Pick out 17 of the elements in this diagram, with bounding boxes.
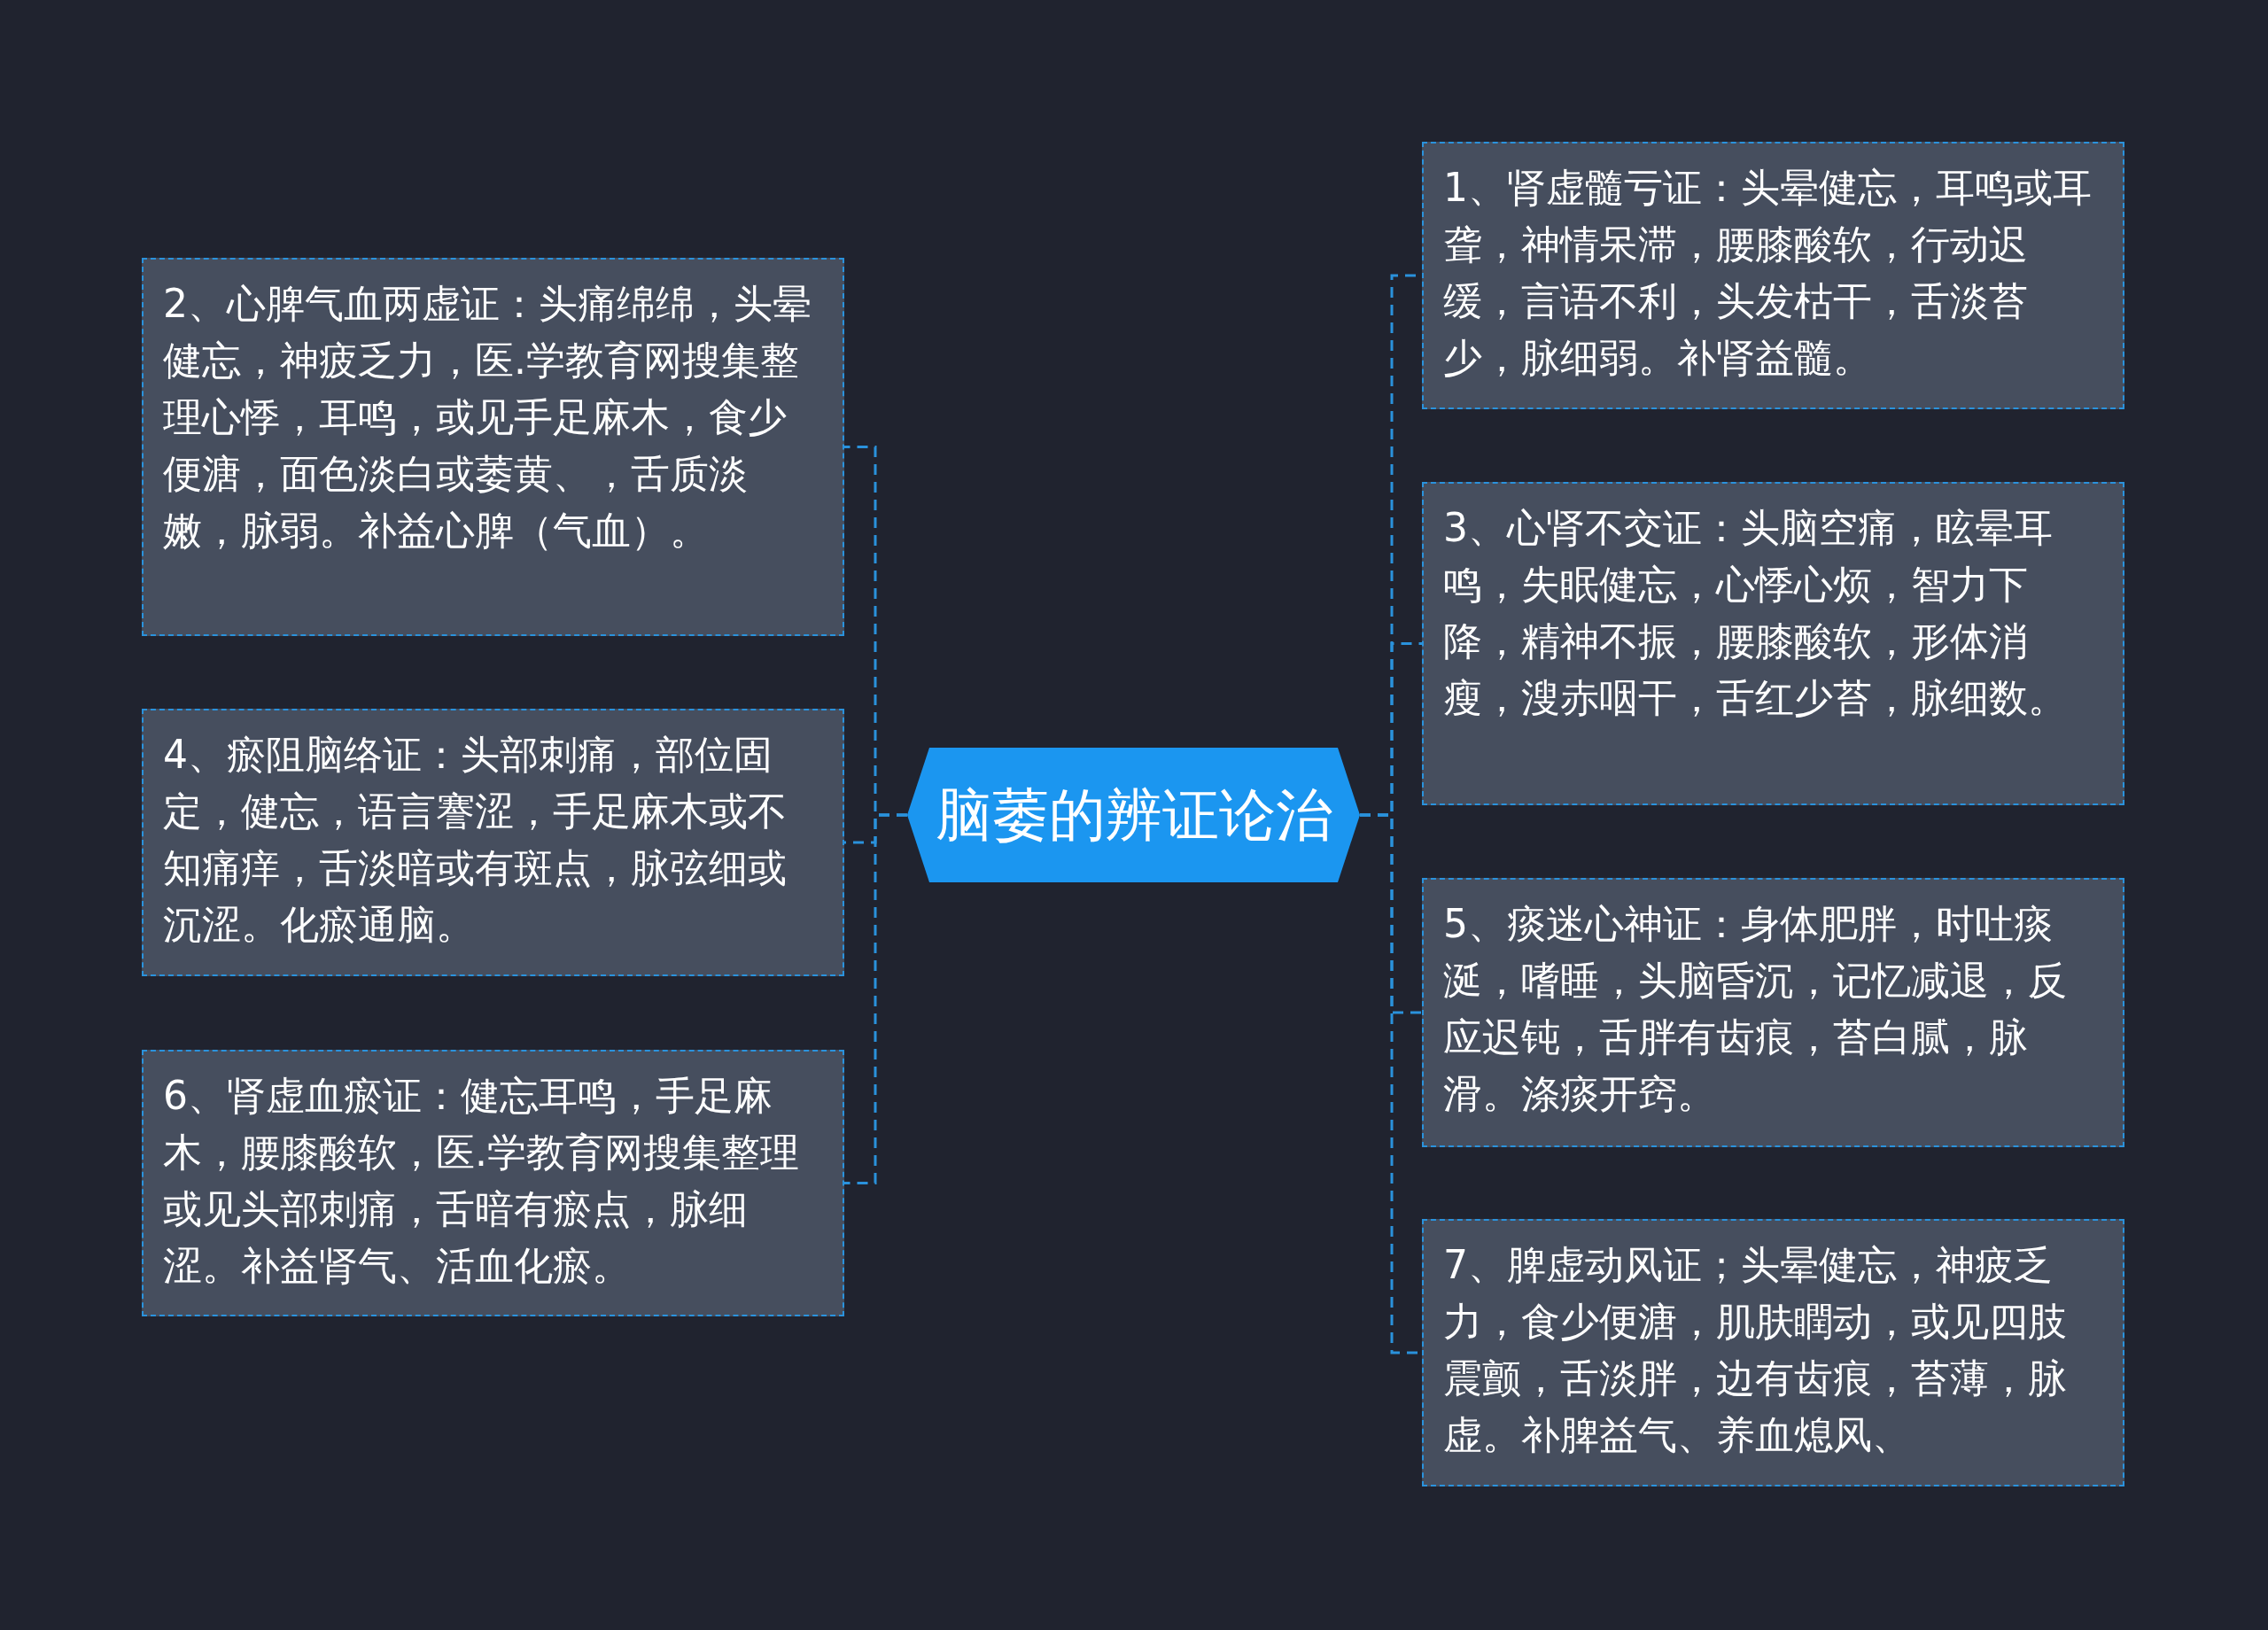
note-text: 3、心肾不交证：头脑空痛，眩晕耳鸣，失眠健忘，心悸心烦，智力下降，精神不振，腰膝酸软，形体消瘦，溲赤咽干，舌红少苔，脉细数。 [1443,504,2068,722]
note-text: 2、心脾气血两虚证：头痛绵绵，头晕健忘，神疲乏力，医.学教育网搜集整理心悸，耳鸣，或见手足麻木，食少便溏，面色淡白或萎黄、，舌质淡嫩，脉弱。补益心脾（气血）。 [163,280,812,555]
note-box [1422,142,2124,409]
note-box [1422,878,2124,1147]
note-box [1422,482,2124,805]
note-box [142,1050,844,1316]
note-text: 1、肾虚髓亏证：头晕健忘，耳鸣或耳聋，神情呆滞，腰膝酸软，行动迟缓，言语不利，头发枯干，舌淡苔少，脉细弱。补肾益髓。 [1443,164,2093,382]
note-text: 5、痰迷心神证：身体肥胖，时吐痰涎，嗜睡，头脑昏沉，记忆减退，反应迟钝，舌胖有齿痕，苔白腻，脉滑。涤痰开窍。 [1443,900,2068,1118]
note-text: 6、肾虚血瘀证：健忘耳鸣，手足麻木，腰膝酸软，医.学教育网搜集整理或见头部刺痛，舌暗有瘀点，脉细涩。补益肾气、活血化瘀。 [163,1072,800,1290]
note-box [142,709,844,976]
note-text: 4、瘀阻脑络证：头部刺痛，部位固定，健忘，语言謇涩，手足麻木或不知痛痒，舌淡暗或有斑点，脉弦细或沉涩。化瘀通脑。 [163,731,788,949]
connector [844,813,907,1184]
topic-title: 脑萎的辨证论治 [935,787,1332,843]
note-text: 7、脾虚动风证；头晕健忘，神疲乏力，食少便溏，肌肤瞤动，或见四肢震颤，舌淡胖，边有齿痕，苔薄，脉虚。补脾益气、养血熄风、 [1443,1241,2068,1459]
note-box [1422,1219,2124,1486]
topic-hexagon [907,748,1360,882]
note-box [142,258,844,636]
